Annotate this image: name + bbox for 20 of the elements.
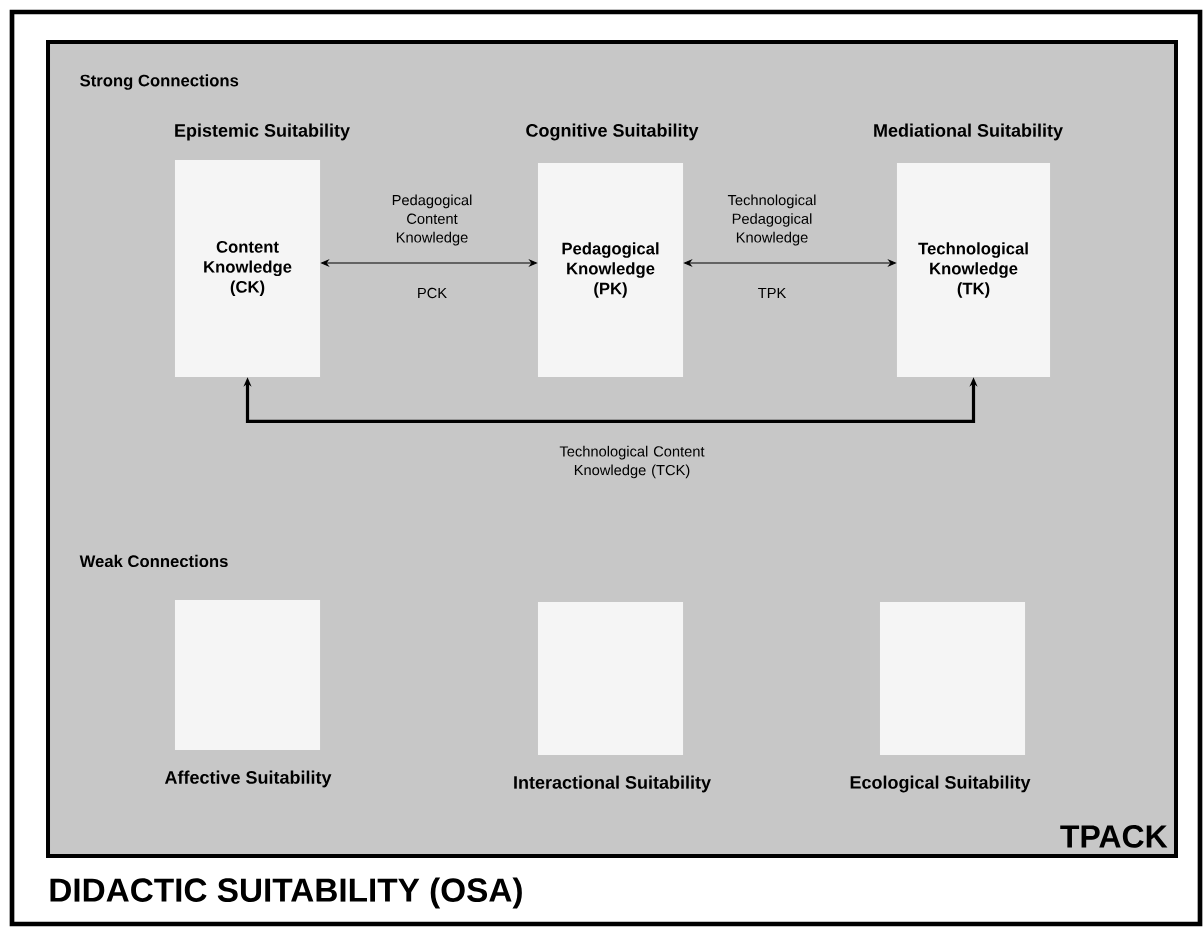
edge-label: Technological Content Knowledge (TCK) <box>559 445 705 479</box>
knowledge-box: Content Knowledge (CK) <box>175 159 321 378</box>
suitability-heading: Interactional Suitability <box>514 775 711 793</box>
empty-box <box>175 600 321 750</box>
edge-label: Technological Pedagogical Knowledge <box>727 194 816 246</box>
suitability-heading: Cognitive Suitability <box>526 123 699 141</box>
empty-box <box>537 601 684 756</box>
edge-label: Pedagogical Content Knowledge <box>392 194 472 246</box>
section-heading: Strong Connections <box>80 74 239 90</box>
empty-box <box>879 601 1026 756</box>
suitability-heading: Ecological Suitability <box>850 775 1031 793</box>
suitability-heading: Epistemic Suitability <box>175 123 350 141</box>
title: DIDACTIC SUITABILITY (OSA) <box>50 877 522 909</box>
knowledge-box: Pedagogical Knowledge (PK) <box>537 163 684 377</box>
section-heading: Weak Connections <box>79 554 228 568</box>
knowledge-box: Technological Knowledge (TK) <box>896 163 1051 377</box>
suitability-heading: Affective Suitability <box>164 770 332 788</box>
abbreviation-label: PCK <box>418 287 447 299</box>
abbreviation-label: TPK <box>758 287 787 299</box>
suitability-heading: Mediational Suitability <box>874 123 1063 141</box>
